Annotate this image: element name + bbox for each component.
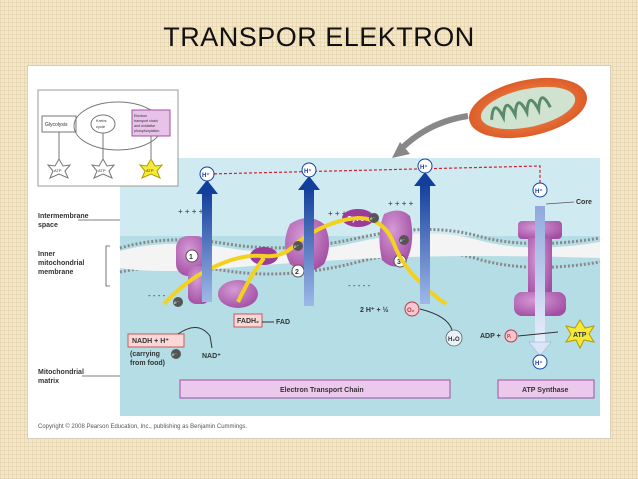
proton-pump-arrow-2: [298, 176, 320, 306]
svg-text:- - - -: - - - -: [148, 291, 166, 300]
label-inner-membrane-3: membrane: [38, 269, 74, 276]
mitochondrion-illustration: [469, 77, 587, 139]
h-plus-badges: H⁺ H⁺ H⁺ H⁺ H⁺: [199, 158, 548, 370]
label-intermembrane-2: space: [38, 222, 58, 229]
label-nad: NAD⁺: [202, 353, 221, 360]
etc-bar: [179, 379, 451, 399]
fadh2-box: [233, 313, 263, 328]
e-minus-5: e⁻: [172, 352, 178, 357]
inset-atp-3: ATP: [146, 168, 154, 173]
zoom-arrow: [397, 113, 469, 153]
nadh-box: [127, 333, 185, 348]
h-plus-1: H⁺: [202, 172, 210, 179]
inset-atp-1: ATP: [54, 168, 62, 173]
complex-1-number: 1: [189, 254, 193, 261]
label-h2o: H₂O: [448, 337, 460, 343]
label-intermembrane-1: Intermembrane: [38, 213, 89, 220]
e-minus-1: e⁻: [174, 300, 180, 305]
inner-membrane-bilayer: [119, 228, 601, 276]
label-matrix-2: matrix: [38, 378, 59, 385]
label-inner-membrane-2: mitochondrial: [38, 260, 84, 267]
e-minus-3: e⁻: [370, 216, 376, 221]
label-nadh-note-1: (carrying: [130, 351, 160, 358]
complex-2: [218, 280, 258, 308]
inset-krebs-2: cycle: [96, 124, 106, 129]
svg-text:+ + + +: + + + +: [388, 199, 414, 208]
svg-text:- - - - -: - - - - -: [348, 281, 371, 290]
inset-krebs-1: Krebs: [96, 118, 106, 123]
label-core: Core: [576, 199, 592, 206]
label-etc-bar: Electron Transport Chain: [280, 387, 364, 394]
inset-etc-3: and oxidative: [134, 124, 155, 128]
proton-pump-arrow-1: [196, 180, 218, 302]
atp-star: [564, 319, 596, 350]
inset-glycolysis: Glycolysis: [45, 122, 68, 128]
label-inner-membrane-1: Inner: [38, 251, 55, 258]
electron-transport-figure: + + + + + + + + + + + + + - - - - - - - …: [28, 66, 610, 438]
atp-synthase-bar: [497, 379, 595, 399]
e-minus-4: e⁻: [400, 238, 406, 243]
copyright-text: Copyright © 2008 Pearson Education, Inc.…: [38, 423, 248, 430]
e-minus-2: e⁻: [294, 244, 300, 249]
slide-title: TRANSPOR ELEKTRON: [163, 22, 475, 52]
label-o2: O₂: [407, 308, 415, 314]
label-fadh2: FADH₂: [237, 318, 259, 325]
label-matrix-1: Mitochondrial: [38, 369, 84, 376]
electron-badges: e⁻ e⁻ e⁻ e⁻: [173, 213, 409, 307]
label-atp: ATP: [573, 332, 587, 339]
complex-2-number: 2: [295, 269, 299, 276]
inset-etc-4: phosphorylation: [134, 129, 159, 133]
proton-pump-arrow-3: [414, 172, 436, 304]
label-pi: Pᵢ: [507, 334, 511, 340]
complex-3-number: 3: [397, 259, 401, 266]
label-atp-synthase-bar: ATP Synthase: [522, 387, 569, 394]
inset-etc-2: transport chain: [134, 119, 158, 123]
label-water-equation: 2 H⁺ + ½: [360, 306, 389, 314]
h-plus-4: H⁺: [535, 188, 543, 195]
h-plus-5: H⁺: [535, 360, 543, 367]
label-nadh-note-2: from food): [130, 360, 165, 367]
overview-inset: Glycolysis Krebs cycle Electron transpor…: [37, 89, 179, 187]
inset-atp-2: ATP: [98, 168, 106, 173]
label-fad: FAD: [276, 319, 290, 326]
label-adp: ADP +: [480, 333, 501, 340]
svg-text:+ + + +: + + + +: [178, 207, 204, 216]
h-plus-3: H⁺: [420, 164, 428, 171]
proton-down-arrow: [528, 206, 552, 357]
inset-etc-1: Electron: [134, 114, 147, 118]
h-plus-2: H⁺: [304, 168, 312, 175]
label-nadh: NADH + H⁺: [132, 338, 169, 345]
